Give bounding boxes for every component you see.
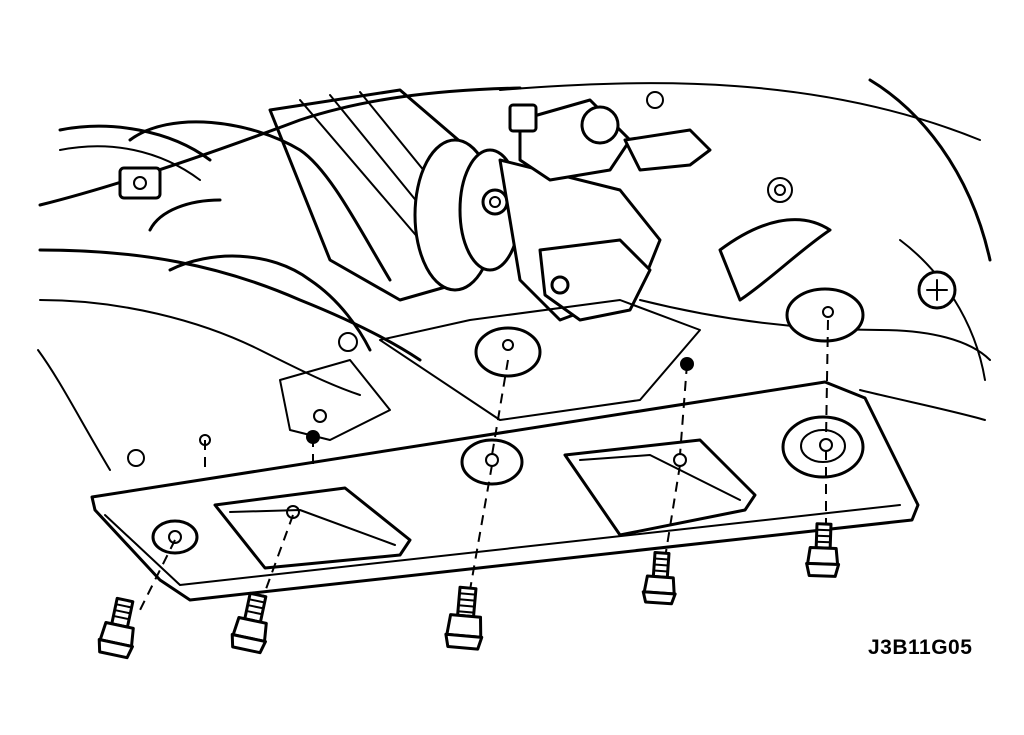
plate-pocket-right — [563, 438, 757, 537]
sensor-nut — [508, 103, 538, 133]
figure-id-label: J3B11G05 — [868, 636, 973, 659]
crossmember-body — [127, 270, 957, 467]
alignment-lines — [139, 319, 829, 611]
reinforcement-plate — [90, 380, 920, 602]
bolt-5 — [805, 522, 841, 578]
underbody-structure — [37, 78, 992, 471]
hose-assembly — [118, 120, 392, 352]
plate-hole-3 — [460, 438, 524, 486]
plate-hole-1 — [151, 519, 199, 555]
plate-hole-5 — [781, 415, 865, 479]
bolt-2 — [230, 591, 268, 655]
mount-assembly — [268, 88, 712, 322]
bolt-4 — [641, 551, 677, 606]
bolt-3 — [444, 585, 484, 651]
plate-pocket-left — [213, 486, 412, 570]
bushing-bolt — [481, 188, 509, 216]
hose-clamp — [118, 166, 162, 200]
bolt-1 — [97, 596, 135, 660]
